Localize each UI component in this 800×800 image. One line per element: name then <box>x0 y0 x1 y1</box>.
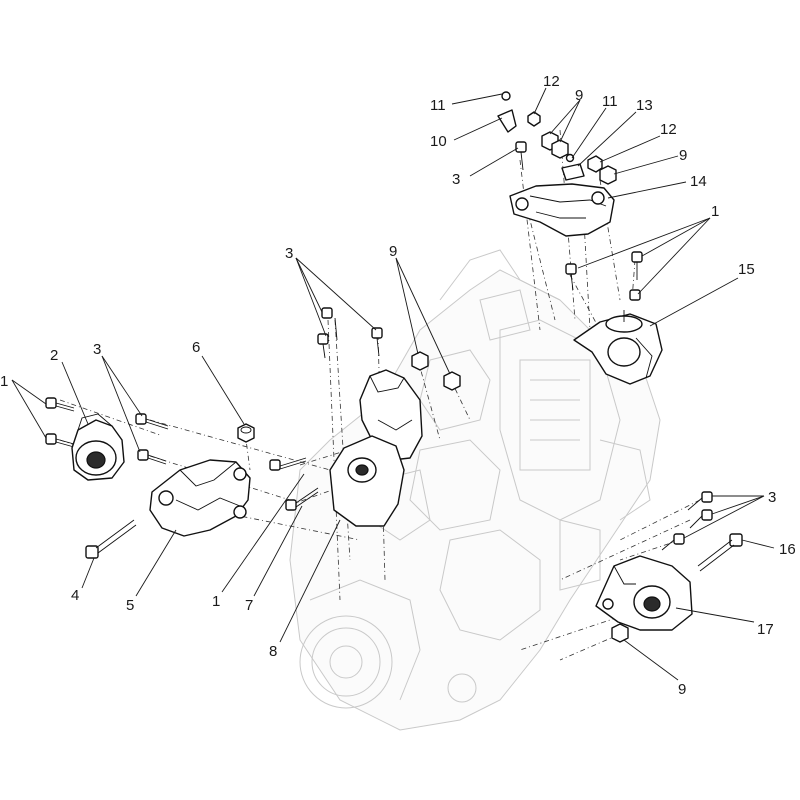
part-12-fasteners <box>527 111 603 173</box>
part-14-bracket <box>509 183 615 237</box>
callout-15: 15 <box>738 261 755 278</box>
callout-5: 5 <box>126 597 134 614</box>
part-8-lower-mount <box>329 435 405 527</box>
part-10-clip <box>497 109 517 133</box>
part-1-bolt-upper <box>45 397 75 412</box>
callout-7: 7 <box>245 597 253 614</box>
upper-right-group <box>497 91 643 301</box>
leader-lines <box>11 87 775 681</box>
part-3-bolts-right <box>661 491 713 551</box>
part-3-bolts-left <box>135 413 169 465</box>
callout-11: 11 <box>602 93 618 110</box>
part-1-bolt-center <box>269 457 307 471</box>
part-6-nut <box>237 423 255 443</box>
part-3-bolt-upper <box>515 141 527 171</box>
part-9-nuts-center <box>411 351 461 391</box>
part-1-bolts-upper-right <box>565 251 643 301</box>
part-7-bolt <box>285 487 319 511</box>
callout-labels: 1 2 3 6 4 5 1 7 8 3 9 11 10 12 9 11 13 1… <box>0 73 796 698</box>
part-3-bolts-center <box>317 307 383 359</box>
part-4-long-bolt <box>85 519 137 559</box>
part-5-bracket <box>149 459 251 537</box>
part-15-mount <box>573 310 663 385</box>
part-17-mount <box>595 555 693 631</box>
center-mount-group <box>269 307 461 527</box>
callout-6: 6 <box>192 339 200 356</box>
callout-14: 14 <box>690 173 707 190</box>
callout-3: 3 <box>93 341 101 358</box>
part-9-nuts-upper <box>541 131 617 185</box>
callout-1: 1 <box>711 203 719 220</box>
callout-9: 9 <box>389 243 397 260</box>
callout-2: 2 <box>50 347 58 364</box>
callout-9: 9 <box>678 681 686 698</box>
callout-17: 17 <box>757 621 774 638</box>
part-9-nut-lower <box>611 623 629 643</box>
callout-10: 10 <box>430 133 447 150</box>
part-13-clip <box>561 163 585 181</box>
part-1-bolt-lower <box>45 433 75 448</box>
callout-1: 1 <box>0 373 8 390</box>
part-16-long-bolt <box>697 533 743 572</box>
callout-9: 9 <box>575 87 583 104</box>
callout-16: 16 <box>779 541 796 558</box>
callout-12: 12 <box>660 121 677 138</box>
callout-3: 3 <box>768 489 776 506</box>
lower-right-group <box>595 491 743 643</box>
callout-11: 11 <box>430 97 446 114</box>
callout-3: 3 <box>452 171 460 188</box>
callout-4: 4 <box>71 587 79 604</box>
callout-12: 12 <box>543 73 560 90</box>
callout-8: 8 <box>269 643 277 660</box>
part-2-mount-bushing <box>71 413 125 481</box>
callout-13: 13 <box>636 97 653 114</box>
left-mount-group <box>45 397 255 559</box>
engine-ghost-outline <box>289 249 661 731</box>
callout-1: 1 <box>212 593 220 610</box>
callout-3: 3 <box>285 245 293 262</box>
part-11-small-fastener <box>501 91 575 163</box>
callout-9: 9 <box>679 147 687 164</box>
